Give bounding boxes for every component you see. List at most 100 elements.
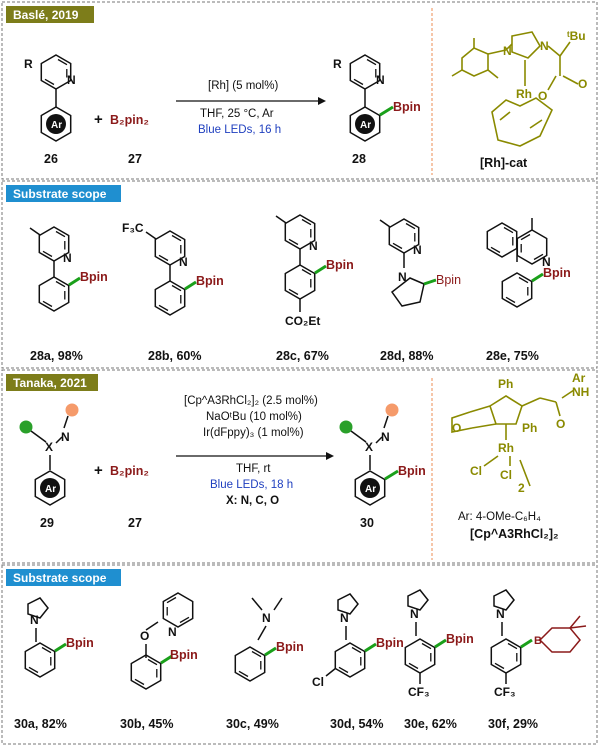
svg-text:CF₃: CF₃: [408, 685, 430, 699]
svg-text:Bpin: Bpin: [326, 258, 354, 272]
svg-text:30e, 62%: 30e, 62%: [404, 717, 457, 731]
header-basle-badge: [6, 6, 94, 23]
svg-text:CO₂Et: CO₂Et: [285, 314, 320, 328]
svg-text:O: O: [538, 89, 547, 103]
compound-28e: N Bpin 28e, 75%: [486, 218, 571, 363]
svg-text:[Cp^A3RhCl₂]₂: [Cp^A3RhCl₂]₂: [470, 527, 559, 541]
svg-text:Ar: Ar: [360, 120, 371, 131]
compound-30b: N O Bpin 30b, 45%: [120, 592, 198, 731]
label-27b: 27: [128, 516, 142, 530]
svg-text:30c, 49%: 30c, 49%: [226, 717, 279, 731]
svg-text:[Rh] (5 mol%): [Rh] (5 mol%): [208, 80, 278, 92]
svg-text:+: +: [94, 462, 103, 479]
label-26: 26: [44, 152, 58, 166]
svg-text:Bpin: Bpin: [446, 632, 474, 646]
compound-30c: N Bpin 30c, 49%: [226, 597, 304, 731]
svg-text:Ph: Ph: [498, 377, 513, 391]
green-dot: [19, 420, 33, 434]
compound-30a: N Bpin 30a, 82%: [14, 597, 94, 731]
svg-text:N: N: [381, 430, 390, 444]
rh-catalyst: N N ᵗBu O O Rh [Rh]-cat: [451, 29, 587, 170]
compound-30f: N B CF₃ 30f, 29%: [488, 589, 587, 731]
header-tanaka: Tanaka, 2021: [13, 376, 87, 390]
svg-text:N: N: [30, 613, 39, 627]
svg-text:28d, 88%: 28d, 88%: [380, 349, 434, 363]
substrate-29: X N Ar 29: [19, 403, 79, 530]
svg-text:N: N: [413, 243, 422, 257]
svg-text:Ar: Ar: [45, 484, 56, 495]
svg-text:Cl: Cl: [312, 675, 324, 689]
svg-text:30a, 82%: 30a, 82%: [14, 717, 67, 731]
compound-28c: N Bpin CO₂Et 28c, 67%: [275, 214, 354, 363]
svg-text:Cl: Cl: [470, 464, 482, 478]
svg-text:28c, 67%: 28c, 67%: [276, 349, 329, 363]
svg-text:O: O: [140, 629, 149, 643]
compound-28d: N N Bpin 28d, 88%: [379, 218, 461, 363]
svg-text:Bpin: Bpin: [170, 648, 198, 662]
svg-text:NaOᵗBu (10 mol%): NaOᵗBu (10 mol%): [206, 411, 302, 423]
header-scope2: Substrate scope: [13, 571, 107, 585]
compound-28b: F₃C N Bpin 28b, 60%: [122, 221, 224, 363]
svg-text:28b, 60%: 28b, 60%: [148, 349, 202, 363]
header-scope1: Substrate scope: [13, 187, 107, 201]
svg-text:X: X: [365, 440, 373, 454]
svg-text:Bpin: Bpin: [66, 636, 94, 650]
svg-text:Rh: Rh: [516, 87, 532, 101]
svg-text:N: N: [376, 73, 385, 87]
product-30: X N Ar Bpin 30: [339, 403, 426, 530]
svg-text:Ar: Ar: [51, 120, 62, 131]
svg-text:O: O: [556, 417, 565, 431]
svg-text:Ar: 4-OMe-C₆H₄: Ar: 4-OMe-C₆H₄: [458, 511, 541, 523]
section-scope-1: Substrate scope N Bpin 28a, 98% F₃C N Bp…: [1, 180, 598, 369]
section-basle: Baslé, 2019 Ar N R 26 + B₂pin₂ 27 [Rh] (…: [1, 1, 598, 180]
svg-text:X: N, C, O: X: N, C, O: [226, 495, 279, 507]
header-tanaka-badge: [6, 374, 98, 391]
compound-30d: N Bpin Cl 30d, 54%: [312, 593, 404, 731]
svg-text:28e, 75%: 28e, 75%: [486, 349, 539, 363]
svg-text:N: N: [168, 625, 177, 639]
svg-text:30f, 29%: 30f, 29%: [488, 717, 538, 731]
label-28: 28: [352, 152, 366, 166]
svg-text:R: R: [24, 57, 33, 71]
product-28: Ar N R Bpin 28: [333, 54, 421, 166]
svg-text:Ar: Ar: [365, 484, 376, 495]
svg-text:N: N: [61, 430, 70, 444]
header-basle: Baslé, 2019: [13, 8, 79, 22]
catalyst-label: [Rh]-cat: [480, 156, 528, 170]
svg-text:N: N: [340, 611, 349, 625]
svg-text:THF, 25 °C, Ar: THF, 25 °C, Ar: [200, 108, 274, 120]
label-29: 29: [40, 516, 54, 530]
section-scope-2: Substrate scope N Bpin 30a, 82% N O Bpin…: [1, 564, 598, 745]
svg-text:Blue LEDs, 16 h: Blue LEDs, 16 h: [198, 124, 281, 136]
svg-text:30d, 54%: 30d, 54%: [330, 717, 384, 731]
label-30: 30: [360, 516, 374, 530]
compound-28a: N Bpin 28a, 98%: [29, 226, 108, 363]
section-tanaka: Tanaka, 2021 X N Ar 29 + B₂pin₂ 27 [Cp^A…: [1, 369, 598, 564]
svg-text:N: N: [262, 611, 271, 625]
svg-text:[Cp^A3RhCl₂]₂ (2.5 mol%): [Cp^A3RhCl₂]₂ (2.5 mol%): [184, 395, 318, 407]
svg-text:N: N: [309, 239, 318, 253]
svg-text:Ir(dFppy)₃ (1 mol%): Ir(dFppy)₃ (1 mol%): [203, 427, 304, 439]
svg-text:30b, 45%: 30b, 45%: [120, 717, 174, 731]
svg-text:N: N: [410, 607, 419, 621]
svg-text:2: 2: [518, 481, 525, 495]
svg-text:N: N: [496, 607, 505, 621]
svg-text:F₃C: F₃C: [122, 221, 144, 235]
svg-text:Bpin: Bpin: [276, 640, 304, 654]
svg-text:Ar: Ar: [572, 371, 586, 385]
svg-text:Bpin: Bpin: [398, 464, 426, 478]
svg-text:Bpin: Bpin: [436, 273, 461, 287]
svg-text:CF₃: CF₃: [494, 685, 516, 699]
header-scope1-badge: [6, 185, 121, 202]
reagent-b2pin2: B₂pin₂: [110, 113, 149, 127]
orange-dot: [65, 403, 79, 417]
compound-30e: N Bpin CF₃ 30e, 62%: [404, 589, 474, 731]
header-scope2-badge: [6, 569, 121, 586]
cp-rh-catalyst: Ph O O NH Ar Ph Rh Cl Cl 2 Ar: 4-OMe-C₆H…: [451, 371, 589, 541]
svg-text:28a, 98%: 28a, 98%: [30, 349, 83, 363]
svg-text:Bpin: Bpin: [376, 636, 404, 650]
svg-text:Bpin: Bpin: [80, 270, 108, 284]
boron-atom: B: [534, 635, 542, 647]
svg-text:Cl: Cl: [500, 468, 512, 482]
